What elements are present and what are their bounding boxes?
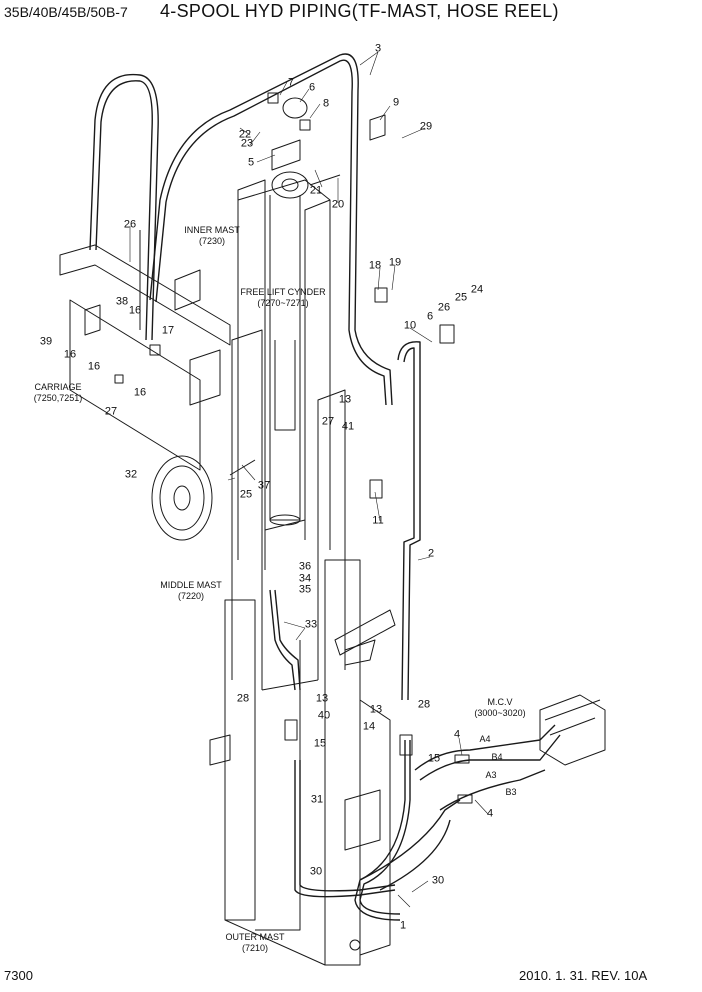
carriage-drawing <box>59 230 231 471</box>
callout-38: 38 <box>115 295 129 308</box>
callout-17: 17 <box>161 324 175 337</box>
inner-mast-drawing <box>237 179 331 570</box>
callout-34: 34 <box>298 572 312 585</box>
free-lift-cylinder-code: (7270~7271) <box>257 298 309 308</box>
callout-15a: 15 <box>313 737 327 750</box>
callout-4a: 4 <box>453 728 461 741</box>
diagram-title: 4-SPOOL HYD PIPING(TF-MAST, HOSE REEL) <box>160 1 559 21</box>
callout-22: 22 <box>238 128 252 141</box>
callout-27b: 27 <box>321 415 335 428</box>
outer-mast-code: (7210) <box>241 943 269 953</box>
inner-mast-label: INNER MAST (7230) <box>184 225 240 247</box>
callout-13c: 13 <box>369 703 383 716</box>
callout-14: 14 <box>362 720 376 733</box>
port-a4: A4 <box>479 734 491 744</box>
callout-9: 9 <box>392 96 400 109</box>
page-number: 7300 <box>4 968 33 983</box>
callout-8: 8 <box>322 97 330 110</box>
port-b3: B3 <box>505 787 517 797</box>
outer-mast-drawing <box>209 559 391 966</box>
carriage-code: (7250,7251) <box>33 393 83 403</box>
callout-27a: 27 <box>104 405 118 418</box>
callout-16c: 16 <box>87 360 101 373</box>
callout-15b: 15 <box>427 752 441 765</box>
callout-23: 23 <box>240 137 254 150</box>
middle-mast-name: MIDDLE MAST <box>160 580 222 590</box>
middle-mast-drawing <box>231 329 396 691</box>
carriage-label: CARRIAGE (7250,7251) <box>34 382 83 404</box>
port-a3: A3 <box>485 770 497 780</box>
callout-29: 29 <box>419 120 433 133</box>
callout-26: 26 <box>123 218 137 231</box>
callout-21: 21 <box>309 184 323 197</box>
callout-11: 11 <box>372 514 384 527</box>
callout-35: 35 <box>298 583 312 596</box>
callout-16b: 16 <box>63 348 77 361</box>
callout-37: 37 <box>257 479 271 492</box>
revision-date: 2010. 1. 31. REV. 10A <box>519 968 648 983</box>
callout-20: 20 <box>331 198 345 211</box>
callout-18: 18 <box>368 259 382 272</box>
callout-4b: 4 <box>486 807 494 820</box>
hose-lines <box>89 53 561 921</box>
port-b4: B4 <box>491 752 503 762</box>
inner-mast-code: (7230) <box>198 236 226 246</box>
callout-36: 36 <box>298 560 312 573</box>
mcv-code: (3000~3020) <box>474 708 526 718</box>
outer-mast-label: OUTER MAST (7210) <box>225 932 284 954</box>
callout-6b: 6 <box>426 310 434 323</box>
callout-1: 1 <box>399 919 407 932</box>
mcv-name: M.C.V <box>487 697 513 707</box>
inner-mast-name: INNER MAST <box>184 225 240 235</box>
callout-32: 32 <box>124 468 138 481</box>
middle-mast-code: (7220) <box>177 591 205 601</box>
callout-13b: 13 <box>315 692 329 705</box>
callout-5: 5 <box>247 156 255 169</box>
callout-25b: 25 <box>239 488 253 501</box>
model-list: 35B/40B/45B/50B-7 <box>4 4 128 20</box>
callout-13a: 13 <box>338 393 352 406</box>
callout-31: 31 <box>310 793 324 806</box>
callout-25: 25 <box>454 291 468 304</box>
fittings <box>84 287 473 804</box>
free-lift-cylinder-label: FREE LIFT CYNDER (7270~7271) <box>240 287 325 309</box>
free-lift-cylinder-drawing <box>269 195 301 526</box>
top-sheave-drawing <box>267 92 386 199</box>
callout-2: 2 <box>427 547 435 560</box>
callout-40: 40 <box>317 709 331 722</box>
mcv-drawing <box>539 694 606 766</box>
callout-7: 7 <box>287 76 295 89</box>
callout-19: 19 <box>388 256 402 269</box>
free-lift-cylinder-name: FREE LIFT CYNDER <box>240 287 326 297</box>
callout-26b: 26 <box>437 301 451 314</box>
callout-6: 6 <box>308 81 316 94</box>
callout-16d: 16 <box>133 386 147 399</box>
callout-3: 3 <box>374 42 382 55</box>
callout-28a: 28 <box>236 692 250 705</box>
hose-reel-drawing <box>151 455 256 541</box>
callout-30a: 30 <box>309 865 323 878</box>
callout-39: 39 <box>39 335 53 348</box>
callout-16a: 16 <box>128 304 142 317</box>
outer-mast-name: OUTER MAST <box>225 932 285 942</box>
callout-33: 33 <box>304 618 318 631</box>
carriage-name: CARRIAGE <box>34 382 82 392</box>
mcv-label: M.C.V (3000~3020) <box>474 697 525 719</box>
callout-24: 24 <box>470 283 484 296</box>
middle-mast-label: MIDDLE MAST (7220) <box>160 580 222 602</box>
callout-28b: 28 <box>417 698 431 711</box>
callout-41: 41 <box>341 420 355 433</box>
leader-lines <box>129 51 489 908</box>
callout-10: 10 <box>403 319 417 332</box>
callout-30b: 30 <box>431 874 445 887</box>
